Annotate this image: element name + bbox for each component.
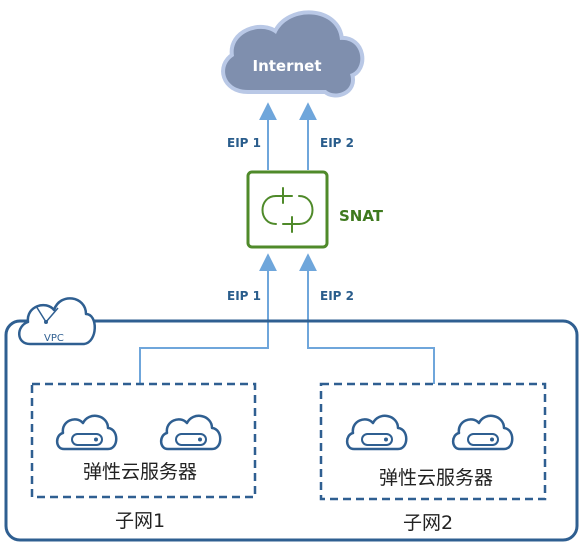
ecs-server-icon	[451, 414, 514, 451]
subnet-2-servers-caption: 弹性云服务器	[379, 467, 493, 489]
internet-cloud-icon	[221, 10, 365, 98]
lower-link-left-label: EIP 1	[227, 289, 261, 303]
internet-label: Internet	[252, 57, 321, 75]
lower-link-right-label: EIP 2	[320, 289, 354, 303]
subnet-1-label: 子网1	[115, 510, 165, 532]
ecs-server-icon	[159, 414, 222, 451]
vpc-cloud-icon	[18, 297, 96, 346]
vpc-boundary	[4, 319, 579, 542]
snat-gateway	[246, 170, 329, 249]
snat-label: SNAT	[339, 207, 384, 225]
upper-link-left-label: EIP 1	[227, 136, 261, 150]
subnet-2-boundary	[319, 382, 547, 501]
subnet-1-boundary	[30, 382, 257, 499]
subnet-1-servers-caption: 弹性云服务器	[83, 461, 197, 483]
upper-link-right-label: EIP 2	[320, 136, 354, 150]
lower-link-left	[139, 253, 277, 384]
ecs-server-icon	[55, 414, 118, 451]
snat-icon	[261, 187, 314, 233]
subnet-2-label: 子网2	[403, 512, 453, 534]
vpc-label: VPC	[44, 333, 64, 344]
ecs-server-icon	[345, 414, 408, 451]
lower-link-right	[299, 253, 435, 384]
